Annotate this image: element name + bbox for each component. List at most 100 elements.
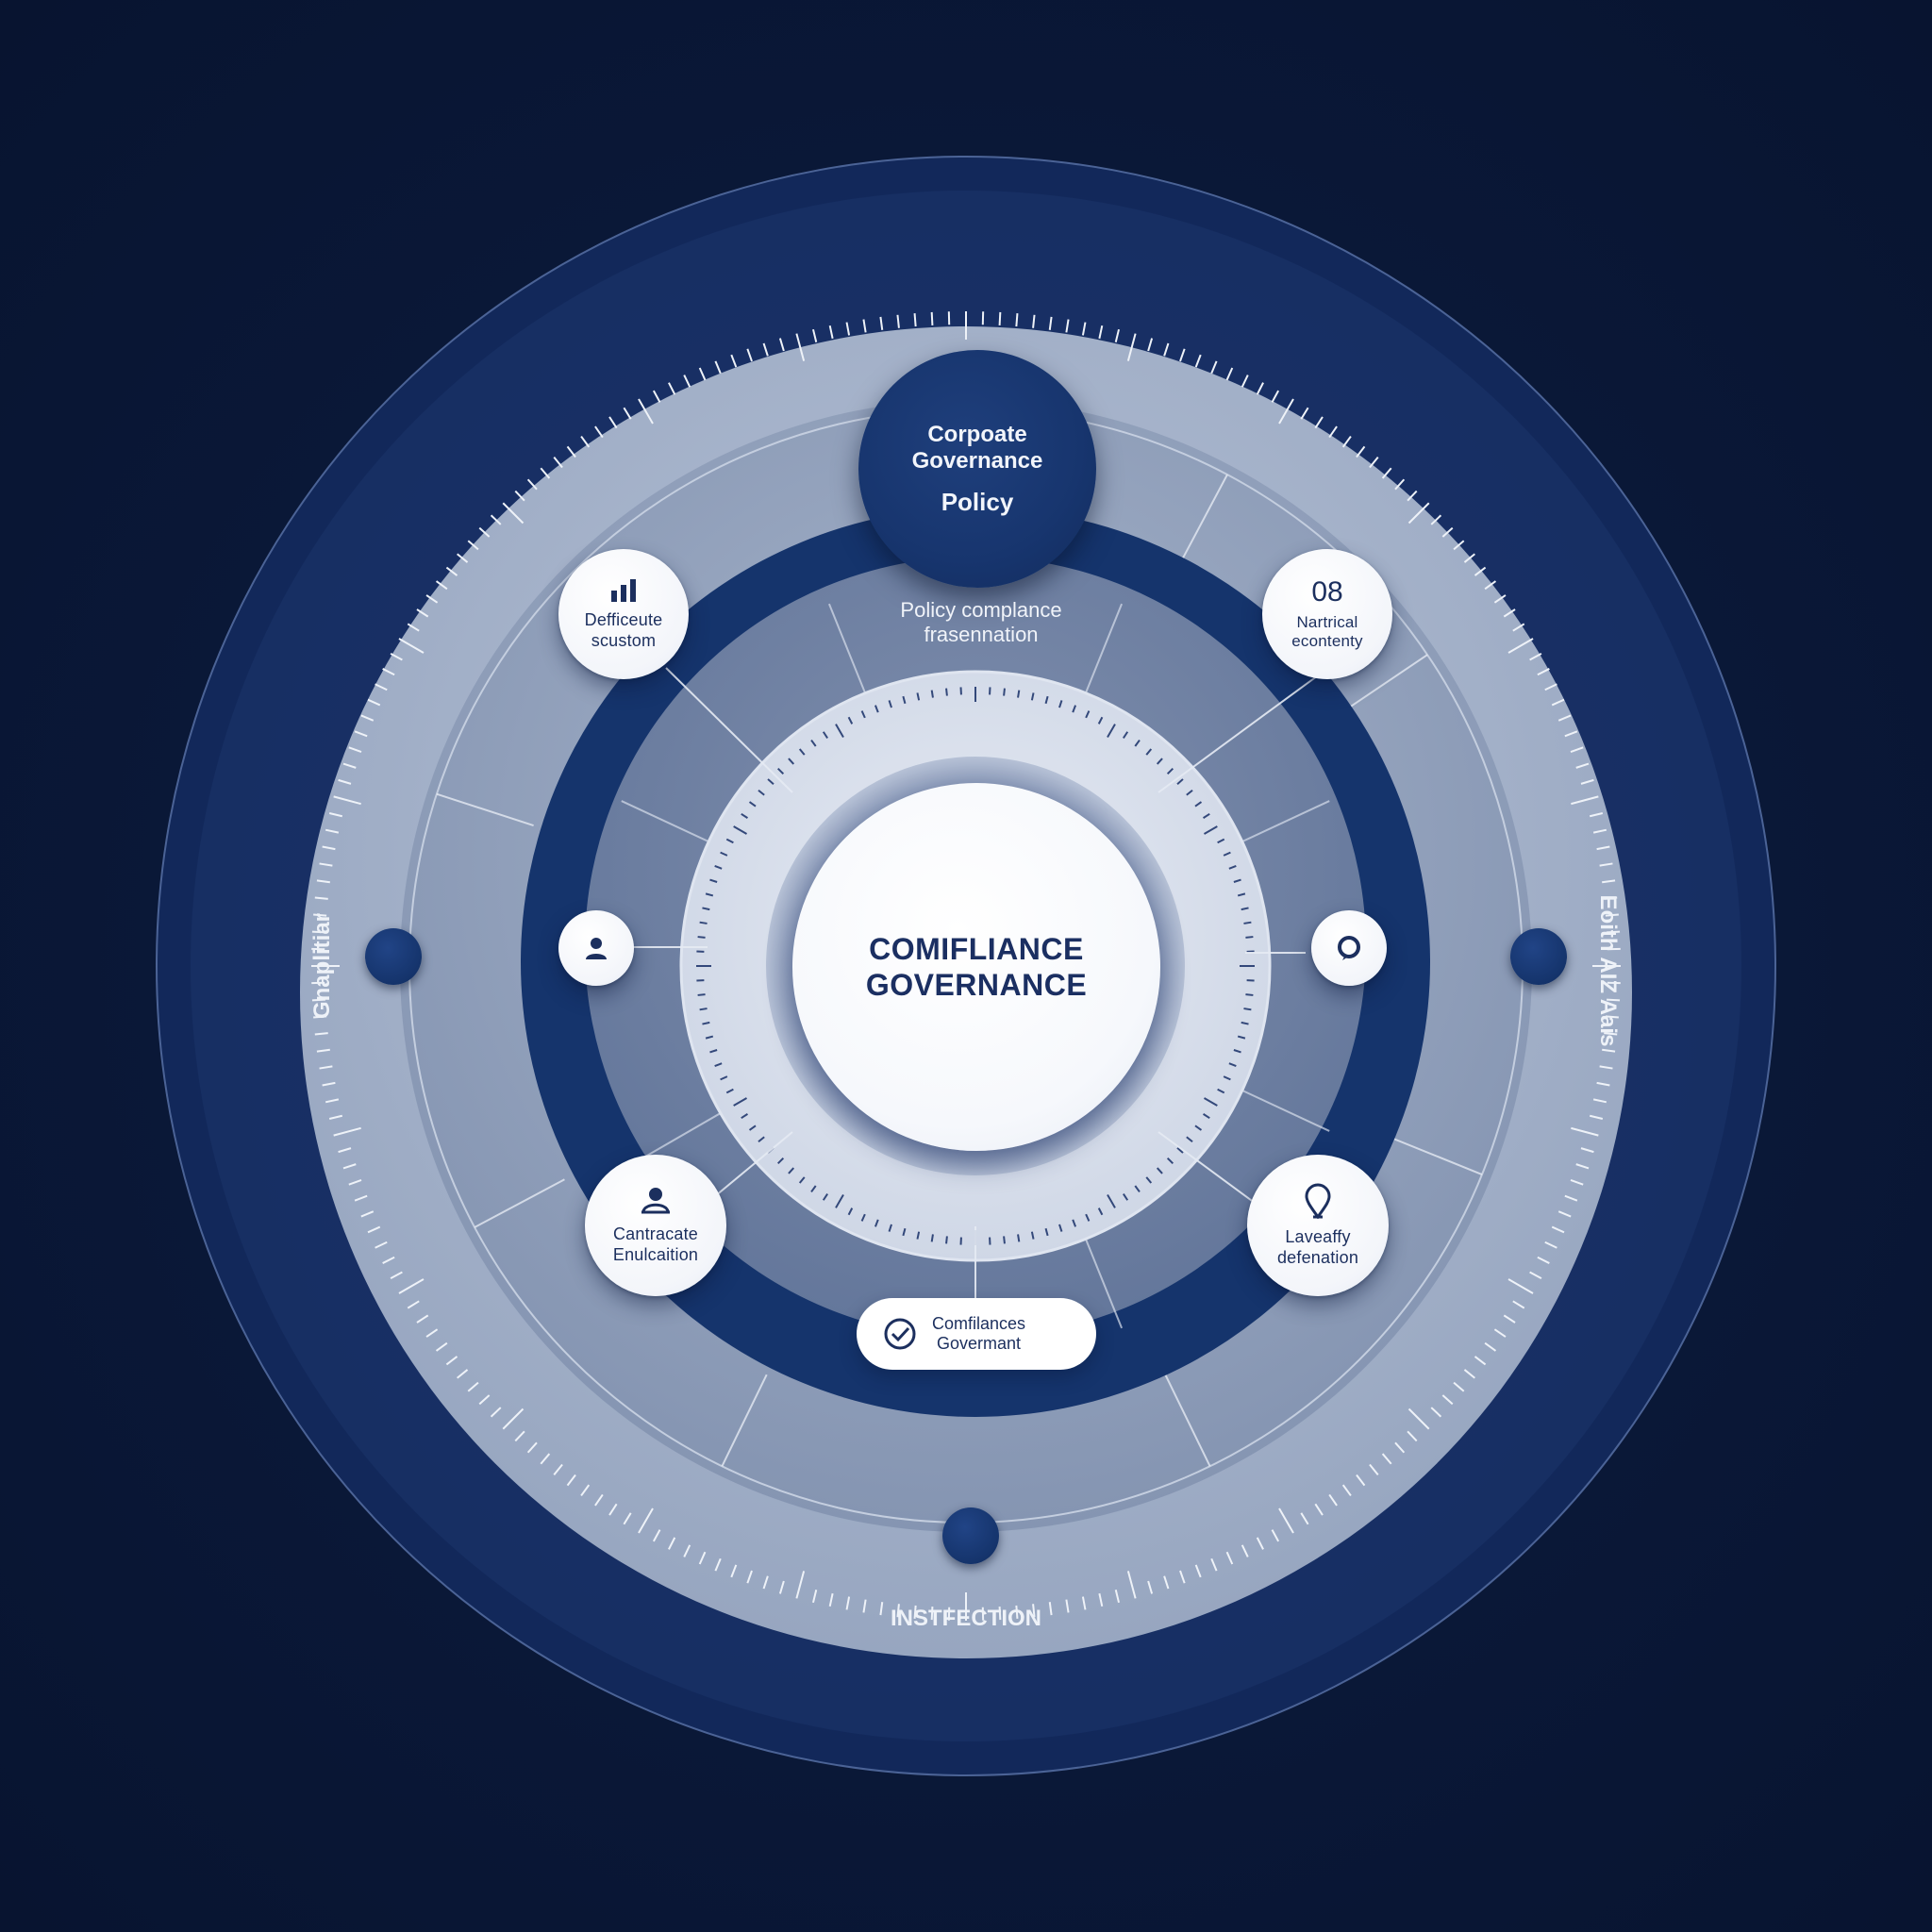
- bottom-right-node: Laveaffy defenation: [1247, 1155, 1389, 1296]
- scale-tick: [1233, 1049, 1241, 1054]
- scale-tick: [1314, 416, 1324, 429]
- scale-tick: [580, 435, 591, 448]
- scale-tick: [930, 1234, 934, 1242]
- scale-tick: [1015, 1605, 1019, 1619]
- segment-divider: [721, 1374, 768, 1467]
- bottom-right-node-line2: defenation: [1276, 1248, 1359, 1267]
- scale-tick: [835, 1193, 844, 1208]
- scale-tick: [1072, 1219, 1077, 1227]
- segment-divider: [1178, 474, 1228, 565]
- scale-tick: [1210, 1557, 1218, 1572]
- scale-tick: [1114, 328, 1120, 343]
- scale-tick: [1551, 698, 1565, 707]
- outer-scale-ticks: [311, 311, 1621, 1621]
- scale-tick: [1233, 878, 1241, 883]
- scale-tick: [714, 1557, 722, 1572]
- scale-tick: [998, 311, 1002, 325]
- scale-tick: [1098, 325, 1104, 340]
- scale-tick: [1602, 879, 1616, 884]
- scale-tick: [758, 789, 765, 796]
- scale-tick: [1381, 1453, 1392, 1465]
- segment-divider: [474, 1178, 565, 1228]
- scale-tick: [1114, 1589, 1120, 1604]
- scale-tick: [1147, 338, 1154, 352]
- scale-tick: [698, 367, 707, 381]
- scale-tick: [342, 762, 357, 769]
- top-node-line3: Policy: [941, 488, 1014, 516]
- scale-tick: [1484, 580, 1497, 591]
- scale-tick: [1430, 1407, 1442, 1418]
- scale-tick: [1179, 348, 1186, 362]
- segment-dividers: [436, 474, 1483, 1467]
- scale-tick: [608, 416, 618, 429]
- scale-tick: [1048, 316, 1053, 330]
- bottom-right-node-line1: Laveaffy: [1285, 1227, 1351, 1246]
- scale-tick: [1223, 851, 1231, 857]
- scale-tick: [1098, 1592, 1104, 1607]
- scale-tick: [566, 445, 576, 458]
- scale-tick: [1592, 828, 1607, 834]
- scale-tick: [698, 1551, 707, 1565]
- scale-tick: [798, 748, 806, 756]
- scale-tick: [322, 1081, 336, 1087]
- policy-compliance-label: Policy complance frasennation: [830, 598, 1132, 647]
- scale-tick: [594, 425, 604, 439]
- scale-tick: [748, 801, 757, 808]
- scale-tick: [1589, 812, 1604, 818]
- scale-tick: [1430, 514, 1442, 525]
- scale-tick: [776, 1157, 785, 1165]
- scale-tick: [1237, 892, 1246, 897]
- scale-tick: [902, 695, 907, 705]
- scale-tick: [1271, 1529, 1280, 1542]
- scale-tick: [1570, 1179, 1584, 1186]
- scale-tick: [1571, 795, 1599, 806]
- scale-tick: [668, 1537, 676, 1550]
- scale-tick: [623, 407, 632, 420]
- scale-tick: [1210, 360, 1218, 375]
- scale-tick: [1147, 1580, 1154, 1594]
- scale-tick: [375, 683, 388, 691]
- scale-tick: [879, 1602, 884, 1616]
- scale-tick: [1194, 1124, 1203, 1131]
- scale-tick: [709, 878, 718, 883]
- scale-tick: [1194, 801, 1203, 808]
- segment-divider: [1241, 1089, 1330, 1132]
- segment-divider: [1084, 603, 1124, 694]
- scale-tick: [1225, 367, 1234, 381]
- scale-tick: [828, 1592, 834, 1607]
- scale-tick: [1271, 390, 1280, 403]
- scale-tick: [1407, 1407, 1430, 1430]
- scale-tick: [348, 746, 362, 753]
- scale-tick: [375, 1241, 388, 1249]
- scale-tick: [699, 1008, 708, 1011]
- scale-tick: [668, 382, 676, 395]
- segment-divider: [621, 800, 709, 843]
- scale-tick: [1003, 688, 1006, 696]
- inner-dial-ticks: [696, 687, 1255, 1245]
- scale-tick: [1194, 354, 1202, 368]
- scale-tick: [1605, 913, 1619, 917]
- chat-bubble-icon: [1338, 936, 1360, 960]
- scale-tick: [916, 1231, 921, 1240]
- outer-label-bottom: INSTFECTION: [891, 1606, 1041, 1631]
- scale-tick: [896, 314, 900, 328]
- scale-tick: [714, 1062, 723, 1068]
- scale-tick: [1241, 1021, 1249, 1025]
- scale-tick: [407, 623, 420, 632]
- scale-tick: [705, 1035, 714, 1040]
- scale-tick: [847, 1208, 854, 1216]
- scale-tick: [1599, 862, 1613, 867]
- scale-tick: [1156, 758, 1163, 765]
- scale-tick: [623, 1512, 632, 1525]
- scale-tick: [683, 375, 691, 388]
- scale-tick: [767, 778, 774, 786]
- scale-tick: [835, 724, 844, 739]
- scale-tick: [1369, 1463, 1379, 1475]
- scale-tick: [1228, 1062, 1237, 1068]
- scale-tick: [314, 1032, 328, 1036]
- bottom-left-node-line2: Enulcaition: [612, 1245, 699, 1264]
- scale-tick: [733, 825, 748, 835]
- scale-tick: [741, 812, 749, 819]
- scale-tick: [930, 1607, 934, 1621]
